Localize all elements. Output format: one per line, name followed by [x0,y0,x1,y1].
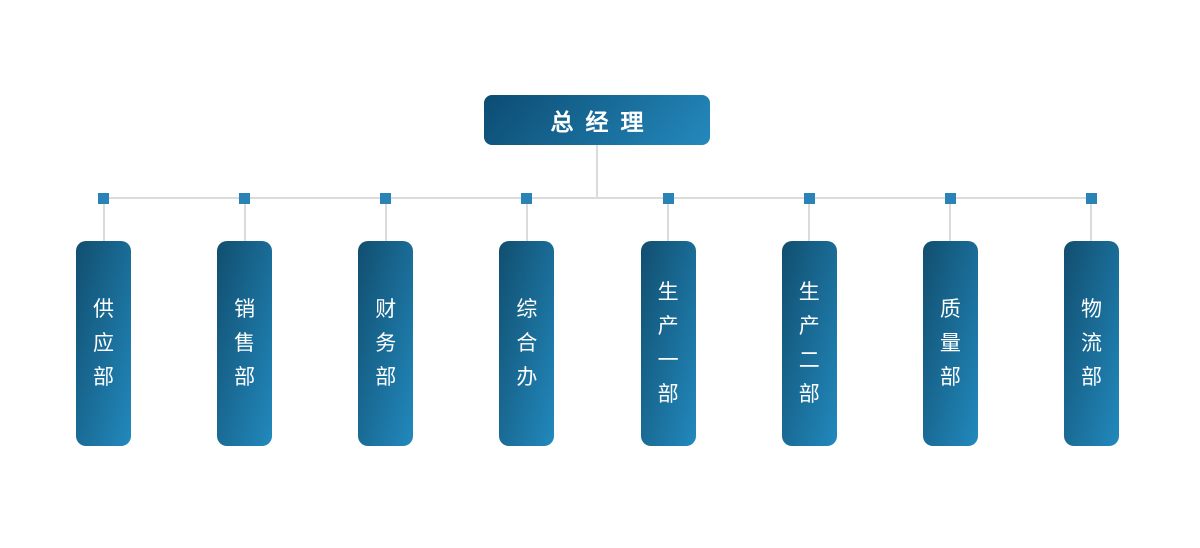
connector-drop-line [808,204,811,241]
connector-drop-line [949,204,952,241]
department-label-char: 产 [798,315,820,338]
department-node: 生产二部 [781,241,837,446]
connector-junction-square [944,193,956,204]
department-label-char: 部 [657,383,679,406]
department-column: 生产一部 [640,193,696,446]
department-node: 供应部 [76,241,131,446]
connector-junction-square [662,193,674,204]
department-node: 财务部 [358,241,414,446]
department-label-char: 应 [93,332,114,355]
department-label-char: 产 [657,315,679,338]
department-column: 生产二部 [781,193,837,446]
connector-junction-square [803,193,815,204]
department-column: 销售部 [217,193,273,446]
department-column: 综合办 [499,193,555,446]
horizontal-rail-line [103,197,1091,199]
department-node: 综合办 [499,241,555,446]
department-node: 物流部 [1063,241,1119,446]
department-label-char: 供 [93,298,114,321]
department-column: 供应部 [76,193,131,446]
department-label-char: 综 [516,298,538,321]
department-label-char: 售 [234,332,256,355]
department-node: 质量部 [922,241,978,446]
department-node: 生产一部 [640,241,696,446]
department-label-char: 量 [939,332,961,355]
connector-drop-line [243,204,246,241]
department-label-char: 部 [93,366,114,389]
connector-junction-square [98,193,109,204]
departments-row: 供应部销售部财务部综合办生产一部生产二部质量部物流部 [76,193,1119,446]
department-label-char: 部 [939,366,961,389]
connector-drop-line [1090,204,1093,241]
ceo-node-label: 总经理 [550,109,656,135]
department-label-char: 务 [375,332,397,355]
stem-connector-line [596,145,598,198]
connector-junction-square [380,193,392,204]
department-label-char: 办 [516,366,538,389]
department-label-char: 物 [1080,298,1102,321]
department-label-char: 生 [657,281,679,304]
department-column: 物流部 [1063,193,1119,446]
department-label-char: 二 [798,349,820,372]
connector-junction-square [521,193,533,204]
department-label-char: 流 [1080,332,1102,355]
department-node: 销售部 [217,241,273,446]
department-label-char: 生 [798,281,820,304]
connector-drop-line [384,204,387,241]
connector-drop-line [525,204,528,241]
connector-drop-line [667,204,670,241]
department-label-char: 一 [657,349,679,372]
department-label-char: 部 [1080,366,1102,389]
department-label-char: 部 [234,366,256,389]
department-label-char: 质 [939,298,961,321]
department-column: 财务部 [358,193,414,446]
connector-junction-square [239,193,251,204]
department-label-char: 合 [516,332,538,355]
department-label-char: 销 [234,298,256,321]
ceo-node: 总经理 [484,95,710,145]
connector-drop-line [102,204,105,241]
department-label-char: 部 [375,366,397,389]
department-label-char: 部 [798,383,820,406]
department-label-char: 财 [375,298,397,321]
department-column: 质量部 [922,193,978,446]
connector-junction-square [1085,193,1097,204]
